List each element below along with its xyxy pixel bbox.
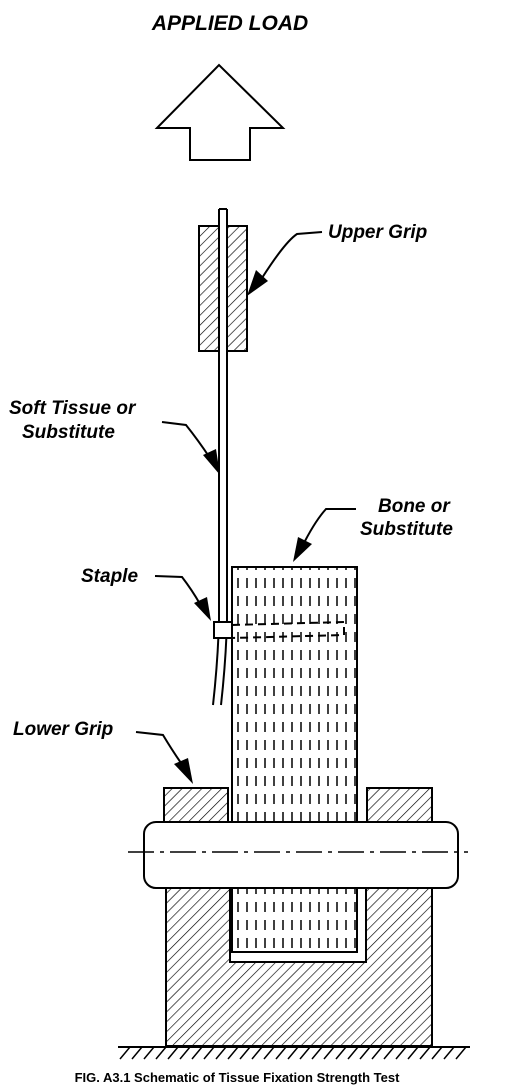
ground — [118, 1046, 470, 1060]
bone-label-line1: Bone or — [378, 496, 451, 517]
staple-label: Staple — [81, 566, 138, 587]
lower-grip-label: Lower Grip — [13, 719, 113, 740]
lower-grip-pin — [128, 821, 468, 889]
staple-leader — [154, 575, 201, 605]
applied-load-arrow — [154, 63, 286, 161]
soft-tissue-label-line2: Substitute — [22, 422, 115, 443]
upper-grip-leader — [261, 231, 323, 279]
bone-arrowhead — [293, 537, 312, 562]
staple — [213, 620, 345, 639]
lower-grip-jaws — [163, 787, 433, 823]
lower-grip-arrowhead — [174, 758, 193, 784]
bone-leader — [304, 508, 356, 542]
upper-grip-label: Upper Grip — [328, 222, 427, 243]
soft-tissue-leader — [161, 421, 211, 459]
soft-tissue-arrowhead — [203, 449, 220, 475]
upper-grip-arrowhead — [247, 270, 268, 296]
applied-load-label: APPLIED LOAD — [151, 12, 308, 35]
soft-tissue-label-line1: Soft Tissue or — [9, 398, 137, 419]
figure-caption: FIG. A3.1 Schematic of Tissue Fixation S… — [75, 1070, 400, 1085]
lower-grip-leader — [135, 731, 182, 764]
bone-label-line2: Substitute — [360, 519, 453, 540]
upper-grip — [198, 225, 248, 352]
staple-arrowhead — [194, 597, 211, 621]
